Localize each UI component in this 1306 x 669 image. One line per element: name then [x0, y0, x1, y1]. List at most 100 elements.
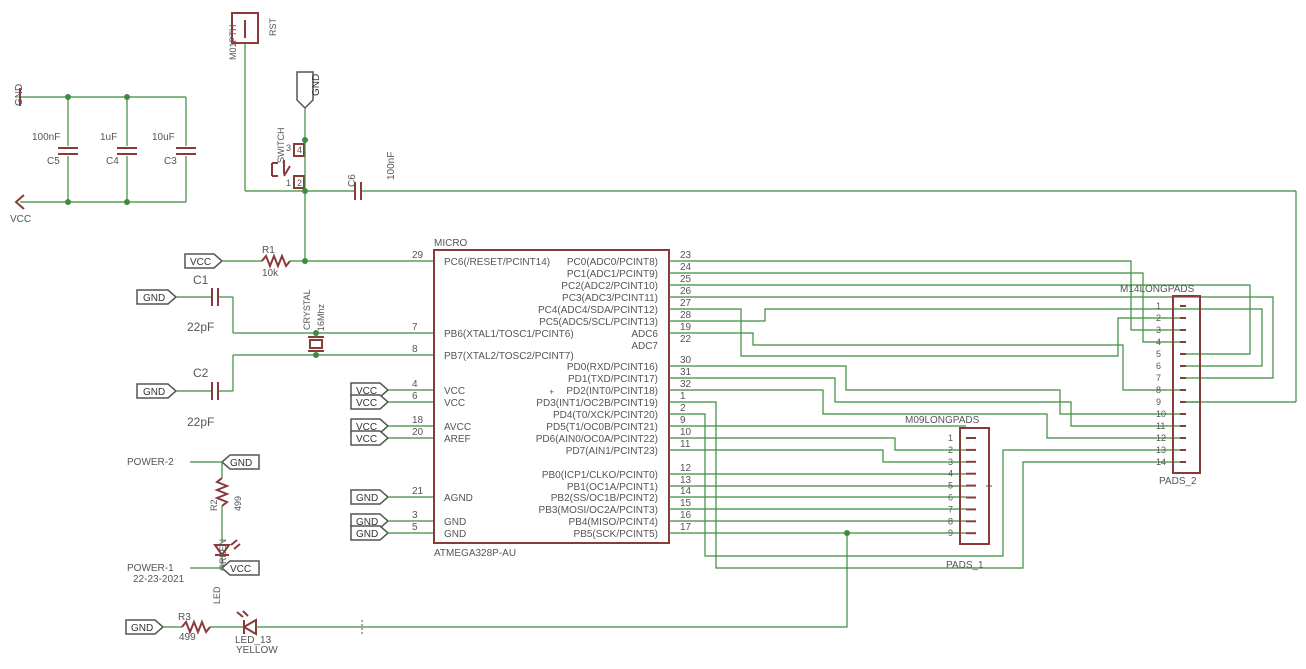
m14-pin-number: 4 [1156, 337, 1161, 347]
mcu-pin-name: PC3(ADC3/PCINT11) [562, 293, 658, 304]
crystal-symbol [309, 339, 323, 349]
power-led-section: POWER-2 GND R2 499 LED GREEN POWER-1 22-… [127, 454, 260, 604]
mcu-pin-name: PB2(SS/OC1B/PCINT2) [551, 493, 658, 504]
mcu-pin-name: PD7(AIN1/PCINT23) [566, 446, 658, 457]
mcu-pin-number: 8 [412, 344, 418, 355]
gnd-flag-switch-text: GND [311, 74, 322, 96]
c6-name: C6 [347, 174, 358, 187]
decoupling-caps: GND 100nF C5 1uF C4 10uF C3 VCC [10, 84, 196, 225]
mcu-pin-number: 24 [680, 262, 692, 273]
mcu-pin-number: 4 [412, 379, 418, 390]
crystal-label: CRYSTAL [302, 289, 312, 330]
mcu-pin-number: 29 [412, 250, 424, 261]
c3-value: 10uF [152, 132, 175, 143]
mcu-pin-name: PD2(INT0/PCINT18) [566, 386, 658, 397]
mcu-pin-name: VCC [444, 386, 465, 397]
mcu-pin-name: PB6(XTAL1/TOSC1/PCINT6) [444, 329, 574, 340]
led-green-rays-icon [230, 539, 241, 550]
crystal-value: 16Mhz [316, 303, 326, 331]
led-green-color: GREEN [218, 539, 228, 571]
mcu-pin-name: AREF [444, 434, 471, 445]
mcu-pin-number: 21 [412, 486, 424, 497]
gnd-flag-switch [296, 71, 314, 110]
mcu-pin-number: 5 [412, 522, 418, 533]
mcu-pin-number: 2 [680, 403, 686, 414]
r1-symbol [261, 253, 291, 269]
r3-value: 499 [179, 632, 196, 643]
c1-value: 22pF [187, 320, 214, 334]
r1-value: 10k [262, 268, 279, 279]
mcu-pin-name: AVCC [444, 422, 471, 433]
c3-name: C3 [164, 156, 177, 167]
r3-symbol [181, 619, 211, 635]
switch-label: SWITCH [276, 128, 286, 164]
mcu-pin-number: 10 [680, 427, 692, 438]
gnd-flag-3: GND [356, 517, 378, 528]
vcc-flag-6: VCC [356, 398, 377, 409]
mcu-pin-number: 11 [680, 439, 691, 450]
pads2-label: PADS_2 [1159, 476, 1197, 487]
mcu-pin-number: 1 [680, 391, 686, 402]
mcu-pin-number: 3 [412, 510, 418, 521]
gnd-flag-power2-text: GND [230, 458, 252, 469]
gnd-label-tl: GND [14, 84, 25, 106]
vcc-flag-4: VCC [356, 386, 377, 397]
m09-pin-number: 4 [948, 469, 953, 479]
header-wires [360, 260, 1274, 628]
sw-pin-4: 4 [297, 145, 302, 155]
mcu-pin-number: 16 [680, 510, 692, 521]
switch-pin4-box [293, 143, 305, 157]
m09-pin-number: 9 [948, 528, 953, 538]
crystal-section: GND C1 22pF GND C2 22pF CRYSTAL 16Mhz [136, 273, 434, 429]
m14-pin-number: 3 [1156, 325, 1161, 335]
r2-name: R2 [209, 499, 219, 511]
vcc-arrow-icon [14, 194, 25, 210]
mcu-pin-number: 18 [412, 415, 424, 426]
r1-name: R1 [262, 245, 275, 256]
mcu-name: MICRO [434, 238, 468, 249]
m09-pin-number: 2 [948, 445, 953, 455]
mcu-pin-name: ADC6 [631, 329, 658, 340]
gnd-flag-power2 [220, 454, 260, 470]
mcu-pin-number: 31 [680, 367, 692, 378]
m09-pin-number: 7 [948, 504, 953, 514]
m14-body [1172, 295, 1201, 474]
mcu-pin-name: PD1(TXD/PCINT17) [568, 374, 658, 385]
m14-pin-number: 13 [1156, 445, 1166, 455]
mcu-pin-name: PC4(ADC4/SDA/PCINT12) [538, 305, 658, 316]
led-green-symbol [213, 544, 231, 557]
mcu-pin-name: GND [444, 529, 466, 540]
mcu-pin-name: PB3(MOSI/OC2A/PCINT3) [539, 505, 658, 516]
switch-pin2-box [293, 175, 305, 189]
mcu-pin-name: PB7(XTAL2/TOSC2/PCINT7) [444, 351, 574, 362]
mcu-pin-name: PD4(T0/XCK/PCINT20) [553, 410, 658, 421]
c5-value: 100nF [32, 132, 60, 143]
mcu-pin-name: PD0(RXD/PCINT16) [567, 362, 658, 373]
mcu-pin-name: PD5(T1/OC0B/PCINT21) [546, 422, 658, 433]
m14-pin-number: 9 [1156, 397, 1161, 407]
c4-value: 1uF [100, 132, 117, 143]
sw-pin-2: 2 [297, 178, 302, 188]
m14-name: M14LONGPADS [1120, 284, 1195, 295]
mcu-pin-number: 14 [680, 486, 692, 497]
mcu-pin-number: 7 [412, 322, 418, 333]
m14-pin-number: 14 [1156, 457, 1166, 467]
c5-name: C5 [47, 156, 60, 167]
gnd-flag-21: GND [356, 493, 378, 504]
mcu-pin-number: 30 [680, 355, 692, 366]
m14-pin-number: 12 [1156, 433, 1166, 443]
mcu-left-pins: 29PC6(/RESET/PCINT14)7PB6(XTAL1/TOSC1/PC… [412, 250, 574, 540]
m14-pin-number: 11 [1156, 421, 1165, 431]
mcu: MICRO ATMEGA328P-AU + 29PC6(/RESET/PCINT… [412, 238, 692, 559]
led13-section: GND R3 499 LED_13 YELLOW [125, 610, 363, 656]
pads1-label: PADS_1 [946, 560, 984, 571]
power2-label: POWER-2 [127, 457, 174, 468]
led13-symbol [242, 618, 257, 636]
m09-pin-number: 1 [948, 433, 953, 443]
m14-pin-number: 10 [1156, 409, 1166, 419]
mcu-pin-number: 6 [412, 391, 418, 402]
